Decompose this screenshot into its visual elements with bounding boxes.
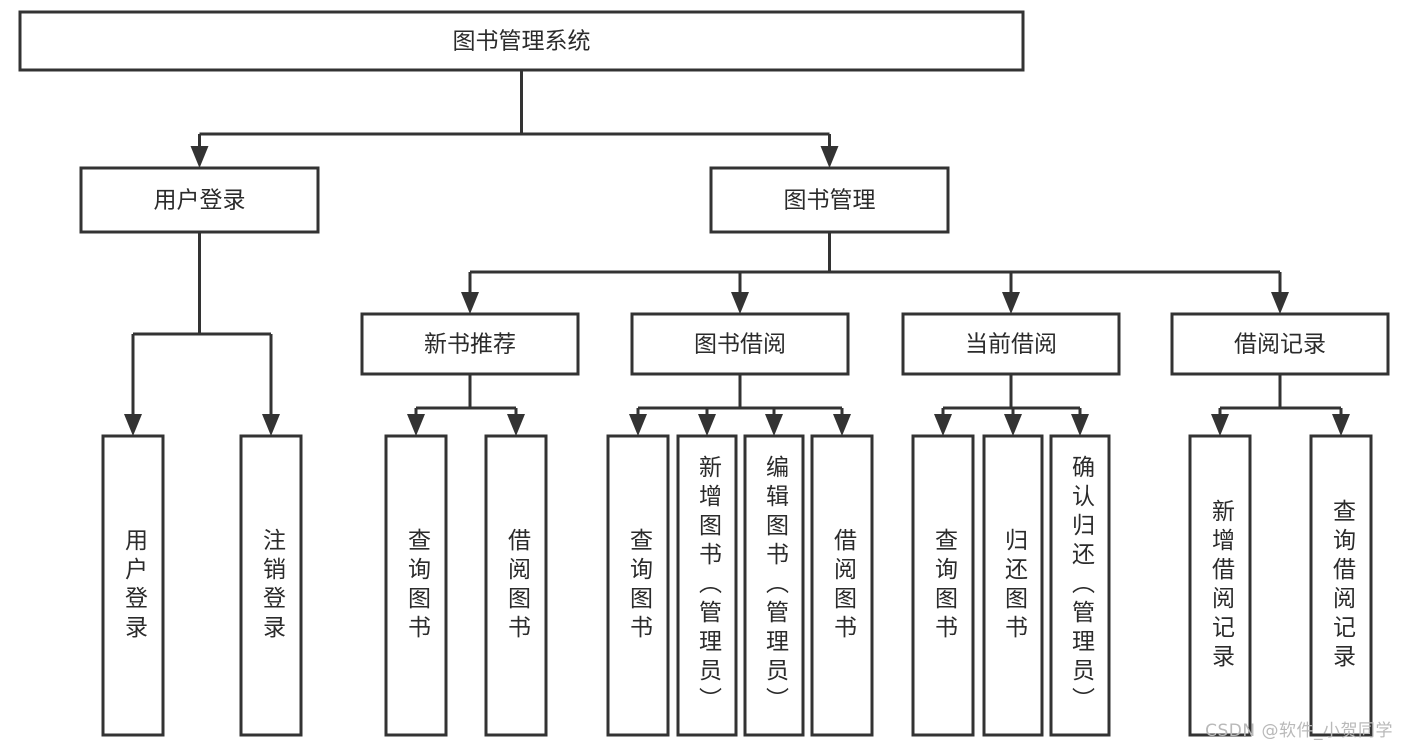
- arrow-head-icon: [765, 414, 783, 436]
- node-box-borrow-record[interactable]: [1170, 312, 1390, 376]
- node-box-book-borrow[interactable]: [630, 312, 850, 376]
- boxes-layer: [18, 10, 1390, 737]
- arrow-head-icon: [1002, 292, 1020, 314]
- arrow-head-icon: [1332, 414, 1350, 436]
- arrow-head-icon: [731, 292, 749, 314]
- arrow-head-icon: [1211, 414, 1229, 436]
- node-box-user-login[interactable]: [79, 166, 320, 234]
- node-box-leaf-query-book-current[interactable]: [911, 434, 975, 737]
- node-label-book-borrow: 图书借阅: [694, 332, 786, 358]
- node-box-leaf-return-book[interactable]: [982, 434, 1044, 737]
- node-box-root[interactable]: [18, 10, 1025, 72]
- node-label-borrow-record: 借阅记录: [1234, 332, 1326, 358]
- node-label-user-login: 用户登录: [154, 188, 246, 214]
- connectors-layer: [124, 70, 1350, 436]
- arrow-head-icon: [262, 414, 280, 436]
- node-box-new-book-recommend[interactable]: [360, 312, 580, 376]
- arrow-head-icon: [507, 414, 525, 436]
- node-box-leaf-add-book-admin[interactable]: [676, 434, 738, 737]
- node-box-leaf-user-login[interactable]: [101, 434, 165, 737]
- node-box-leaf-query-book-borrow[interactable]: [606, 434, 670, 737]
- node-box-book-manage[interactable]: [709, 166, 950, 234]
- arrow-head-icon: [407, 414, 425, 436]
- arrow-head-icon: [1271, 292, 1289, 314]
- node-label-book-manage: 图书管理: [784, 188, 876, 214]
- node-box-leaf-add-borrow-record[interactable]: [1188, 434, 1252, 737]
- node-box-leaf-edit-book-admin[interactable]: [743, 434, 805, 737]
- node-box-leaf-query-book-rec[interactable]: [384, 434, 448, 737]
- arrow-head-icon: [1071, 414, 1089, 436]
- node-label-root: 图书管理系统: [453, 29, 591, 55]
- arrow-head-icon: [698, 414, 716, 436]
- arrow-head-icon: [934, 414, 952, 436]
- watermark-text: CSDN @软件_小贺同学: [1205, 721, 1393, 741]
- node-label-new-book-recommend: 新书推荐: [424, 332, 516, 358]
- node-box-leaf-borrow-book-rec[interactable]: [484, 434, 548, 737]
- node-box-leaf-confirm-return-admin[interactable]: [1049, 434, 1111, 737]
- arrow-head-icon: [124, 414, 142, 436]
- node-box-leaf-borrow-book[interactable]: [810, 434, 874, 737]
- arrow-head-icon: [833, 414, 851, 436]
- node-box-leaf-user-logout[interactable]: [239, 434, 303, 737]
- node-box-current-borrow[interactable]: [901, 312, 1121, 376]
- arrow-head-icon: [629, 414, 647, 436]
- node-label-current-borrow: 当前借阅: [965, 332, 1057, 358]
- arrow-head-icon: [1004, 414, 1022, 436]
- node-box-leaf-query-borrow-record[interactable]: [1309, 434, 1373, 737]
- arrow-head-icon: [820, 146, 839, 168]
- arrow-head-icon: [190, 146, 209, 168]
- arrow-head-icon: [461, 292, 479, 314]
